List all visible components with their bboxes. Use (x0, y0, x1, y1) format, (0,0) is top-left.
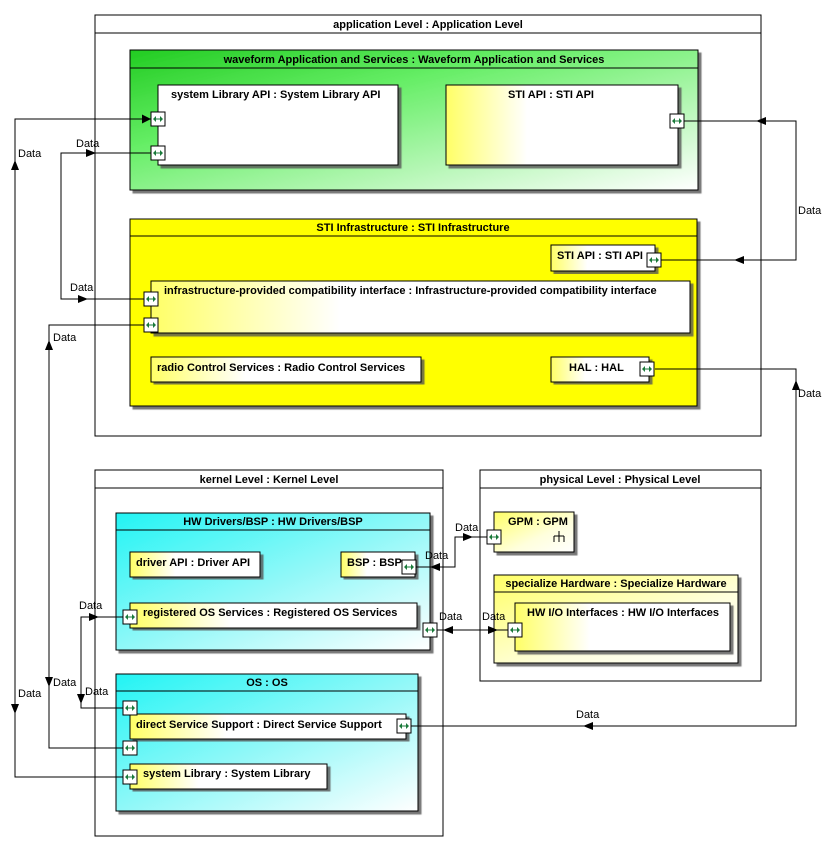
port-icon[interactable] (396, 718, 412, 734)
arrow-right-marker (78, 295, 88, 303)
flow-label: Data (798, 205, 822, 217)
flow-label: Data (76, 138, 100, 150)
port-icon[interactable] (122, 700, 138, 716)
waveform-block[interactable]: waveform Application and Services : Wave… (129, 49, 699, 191)
arrow-up-marker (11, 160, 19, 170)
sti-infrastructure-title: STI Infrastructure : STI Infrastructure (316, 222, 509, 234)
arrow-right-marker (488, 626, 498, 634)
hal-label: HAL : HAL (569, 362, 624, 374)
flow-label: Data (70, 282, 94, 294)
hw-io-part[interactable]: HW I/O Interfaces : HW I/O Interfaces (514, 602, 731, 652)
direct-service-part[interactable]: direct Service Support : Direct Service … (129, 713, 407, 740)
flow-label: Data (18, 148, 42, 160)
connector-regos-direct[interactable] (80, 616, 123, 709)
ports (122, 111, 685, 785)
flow-labels: Data Data Data Data Data Data Data Data … (18, 138, 822, 721)
arrow-left-marker (756, 117, 766, 125)
gpm-part[interactable]: GPM : GPM (493, 511, 575, 553)
system-library-api-label: system Library API : System Library API (171, 89, 381, 101)
sti-api-waveform-label: STI API : STI API (508, 89, 594, 101)
driver-api-label: driver API : Driver API (136, 557, 250, 569)
flow-label: Data (576, 709, 600, 721)
arrow-right-marker (89, 613, 99, 621)
port-icon[interactable] (646, 252, 662, 268)
direct-service-label: direct Service Support : Direct Service … (136, 719, 382, 731)
fork-icon (553, 531, 565, 542)
physical-level-title: physical Level : Physical Level (540, 474, 701, 486)
port-icon[interactable] (486, 529, 502, 545)
radio-control-label: radio Control Services : Radio Control S… (157, 362, 405, 374)
flow-label: Data (79, 600, 103, 612)
bsp-label: BSP : BSP (347, 557, 402, 569)
hw-drivers-block[interactable]: HW Drivers/BSP : HW Drivers/BSP (115, 512, 431, 651)
port-icon[interactable] (422, 622, 438, 638)
arrow-right-marker (86, 149, 96, 157)
port-icon[interactable] (122, 769, 138, 785)
arrow-left-marker (734, 256, 744, 264)
sti-api-infra-label: STI API : STI API (557, 250, 643, 262)
arrow-up-marker (45, 340, 53, 350)
port-icon[interactable] (507, 622, 523, 638)
radio-control-part[interactable]: radio Control Services : Radio Control S… (150, 356, 422, 383)
hw-drivers-title: HW Drivers/BSP : HW Drivers/BSP (183, 516, 363, 528)
connectors (11, 114, 800, 778)
os-title: OS : OS (246, 677, 288, 689)
system-library-label: system Library : System Library (143, 768, 311, 780)
hw-io-label: HW I/O Interfaces : HW I/O Interfaces (527, 607, 719, 619)
flow-label: Data (85, 686, 109, 698)
port-icon[interactable] (122, 740, 138, 756)
registered-os-label: registered OS Services : Registered OS S… (143, 607, 397, 619)
driver-api-part[interactable]: driver API : Driver API (129, 551, 261, 578)
system-library-api-part[interactable]: system Library API : System Library API (157, 84, 399, 166)
flow-label: Data (425, 550, 449, 562)
flow-label: Data (53, 677, 77, 689)
port-icon[interactable] (150, 145, 166, 161)
flow-label: Data (798, 388, 822, 400)
application-level-title: application Level : Application Level (333, 19, 523, 31)
registered-os-part[interactable]: registered OS Services : Registered OS S… (129, 602, 418, 629)
arrow-left-marker (443, 626, 453, 634)
compat-interface-label: infrastructure-provided compatibility in… (164, 285, 657, 297)
flow-label: Data (439, 611, 463, 623)
connector-syslib-compat[interactable] (60, 152, 151, 300)
port-icon[interactable] (122, 609, 138, 625)
connector-syslib[interactable] (14, 114, 151, 778)
kernel-level-title: kernel Level : Kernel Level (200, 474, 339, 486)
compat-interface-part[interactable]: infrastructure-provided compatibility in… (150, 280, 691, 334)
gpm-label: GPM : GPM (508, 516, 568, 528)
connector-hal-direct[interactable] (411, 368, 797, 727)
connector-compat-direct[interactable] (48, 324, 144, 749)
flow-label: Data (18, 688, 42, 700)
hal-part[interactable]: HAL : HAL (550, 356, 650, 383)
arrow-right-marker (463, 533, 473, 541)
specialize-hw-title: specialize Hardware : Specialize Hardwar… (505, 578, 726, 590)
arrow-up-marker (792, 380, 800, 390)
port-icon[interactable] (143, 317, 159, 333)
port-icon[interactable] (143, 291, 159, 307)
waveform-title: waveform Application and Services : Wave… (223, 54, 605, 66)
arrow-down-marker (45, 677, 53, 687)
port-icon[interactable] (639, 361, 655, 377)
arrow-left-marker (430, 563, 440, 571)
port-icon[interactable] (150, 111, 166, 127)
connector-sti-sti[interactable] (661, 120, 797, 261)
os-block[interactable]: OS : OS (115, 673, 419, 812)
flow-label: Data (455, 522, 479, 534)
flow-label: Data (53, 332, 77, 344)
flow-label: Data (482, 611, 506, 623)
system-library-part[interactable]: system Library : System Library (129, 763, 328, 790)
sti-api-part-waveform[interactable]: STI API : STI API (445, 84, 679, 166)
arrow-left-marker (583, 722, 593, 730)
port-icon[interactable] (401, 559, 417, 575)
sti-api-part-infra[interactable]: STI API : STI API (550, 244, 656, 272)
arrow-down-marker (77, 694, 85, 704)
port-icon[interactable] (669, 113, 685, 129)
arrow-down-marker (11, 704, 19, 714)
